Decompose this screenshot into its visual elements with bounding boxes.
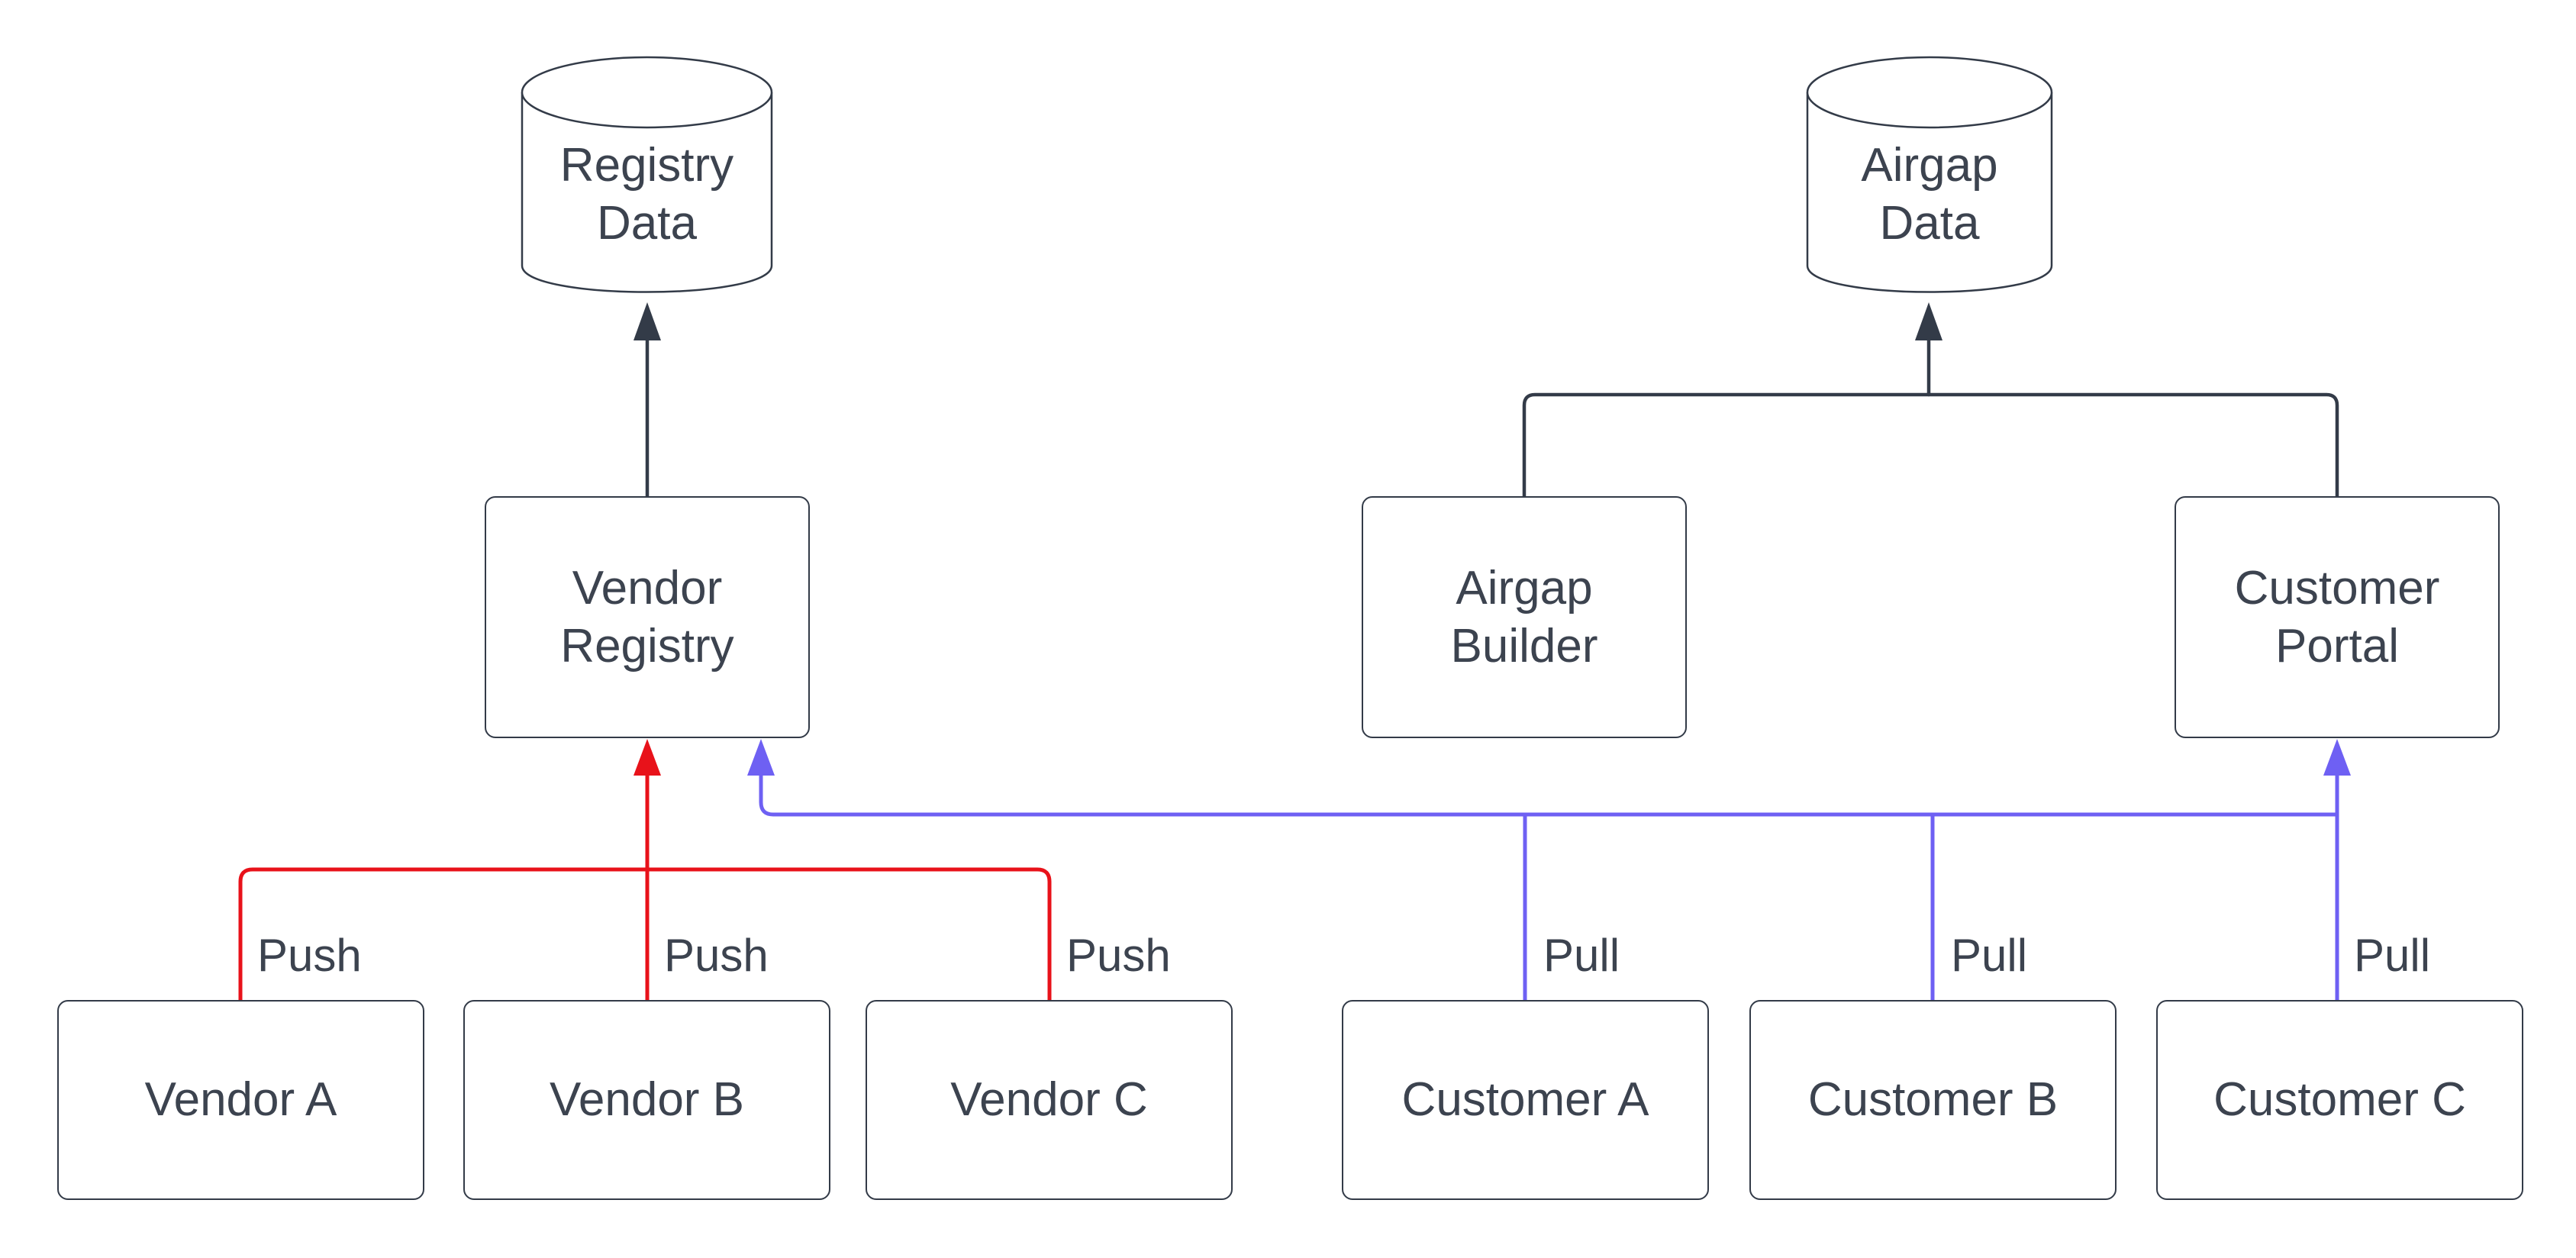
database-label-line: Data [1879, 197, 1980, 250]
edge-label-push-vendor-b: Push [661, 931, 772, 980]
node-vendor-a: Vendor A [57, 1000, 424, 1200]
edge-airgap-branch-to-airgap-data [1522, 338, 2339, 498]
database-label-line: Data [597, 197, 697, 250]
node-label: Customer B [1807, 1073, 2059, 1126]
database-label-line: Registry [559, 139, 734, 192]
edge-label-pull-customer-a: Pull [1540, 931, 1623, 980]
arrowhead-pull-customer-portal [2323, 739, 2351, 776]
database-airgap-data: Airgap Data [1807, 115, 2052, 275]
node-label: Vendor B [549, 1073, 745, 1126]
node-label-line: Vendor [572, 561, 723, 614]
node-vendor-b: Vendor B [463, 1000, 830, 1200]
node-vendor-c: Vendor C [866, 1000, 1233, 1200]
node-label: Vendor C [950, 1073, 1148, 1126]
database-airgap-data-shape [1806, 56, 2053, 293]
node-label-line: Builder [1450, 619, 1598, 673]
edge-label-pull-customer-b: Pull [1948, 931, 2031, 980]
arrowhead-push-vendor-registry [634, 739, 661, 776]
edge-customers-pull-trunk [759, 772, 2339, 1002]
database-registry-data: Registry Data [522, 115, 772, 275]
node-label-line: Registry [560, 619, 734, 673]
node-label: Vendor A [144, 1073, 337, 1126]
node-vendor-registry: Vendor Registry [485, 496, 810, 738]
node-customer-c: Customer C [2156, 1000, 2523, 1200]
edge-label-pull-customer-c: Pull [2351, 931, 2434, 980]
arrowhead-pull-vendor-registry [747, 739, 775, 776]
node-label-line: Customer [2234, 561, 2440, 614]
database-registry-data-shape [521, 56, 773, 293]
node-label: Customer A [1401, 1073, 1649, 1126]
node-customer-portal: Customer Portal [2175, 496, 2500, 738]
node-airgap-builder: Airgap Builder [1362, 496, 1687, 738]
node-customer-a: Customer A [1342, 1000, 1709, 1200]
arrowhead-registry-data [634, 302, 661, 340]
edge-label-push-vendor-a: Push [254, 931, 365, 980]
node-customer-b: Customer B [1749, 1000, 2117, 1200]
node-label-line: Airgap [1456, 561, 1593, 614]
node-label: Customer C [2213, 1073, 2466, 1126]
database-label-line: Airgap [1861, 139, 1998, 192]
node-label-line: Portal [2275, 619, 2399, 673]
edge-label-push-vendor-c: Push [1063, 931, 1174, 980]
arrowhead-airgap-data [1915, 302, 1942, 340]
edge-vendors-push-trunk [238, 772, 1052, 1002]
